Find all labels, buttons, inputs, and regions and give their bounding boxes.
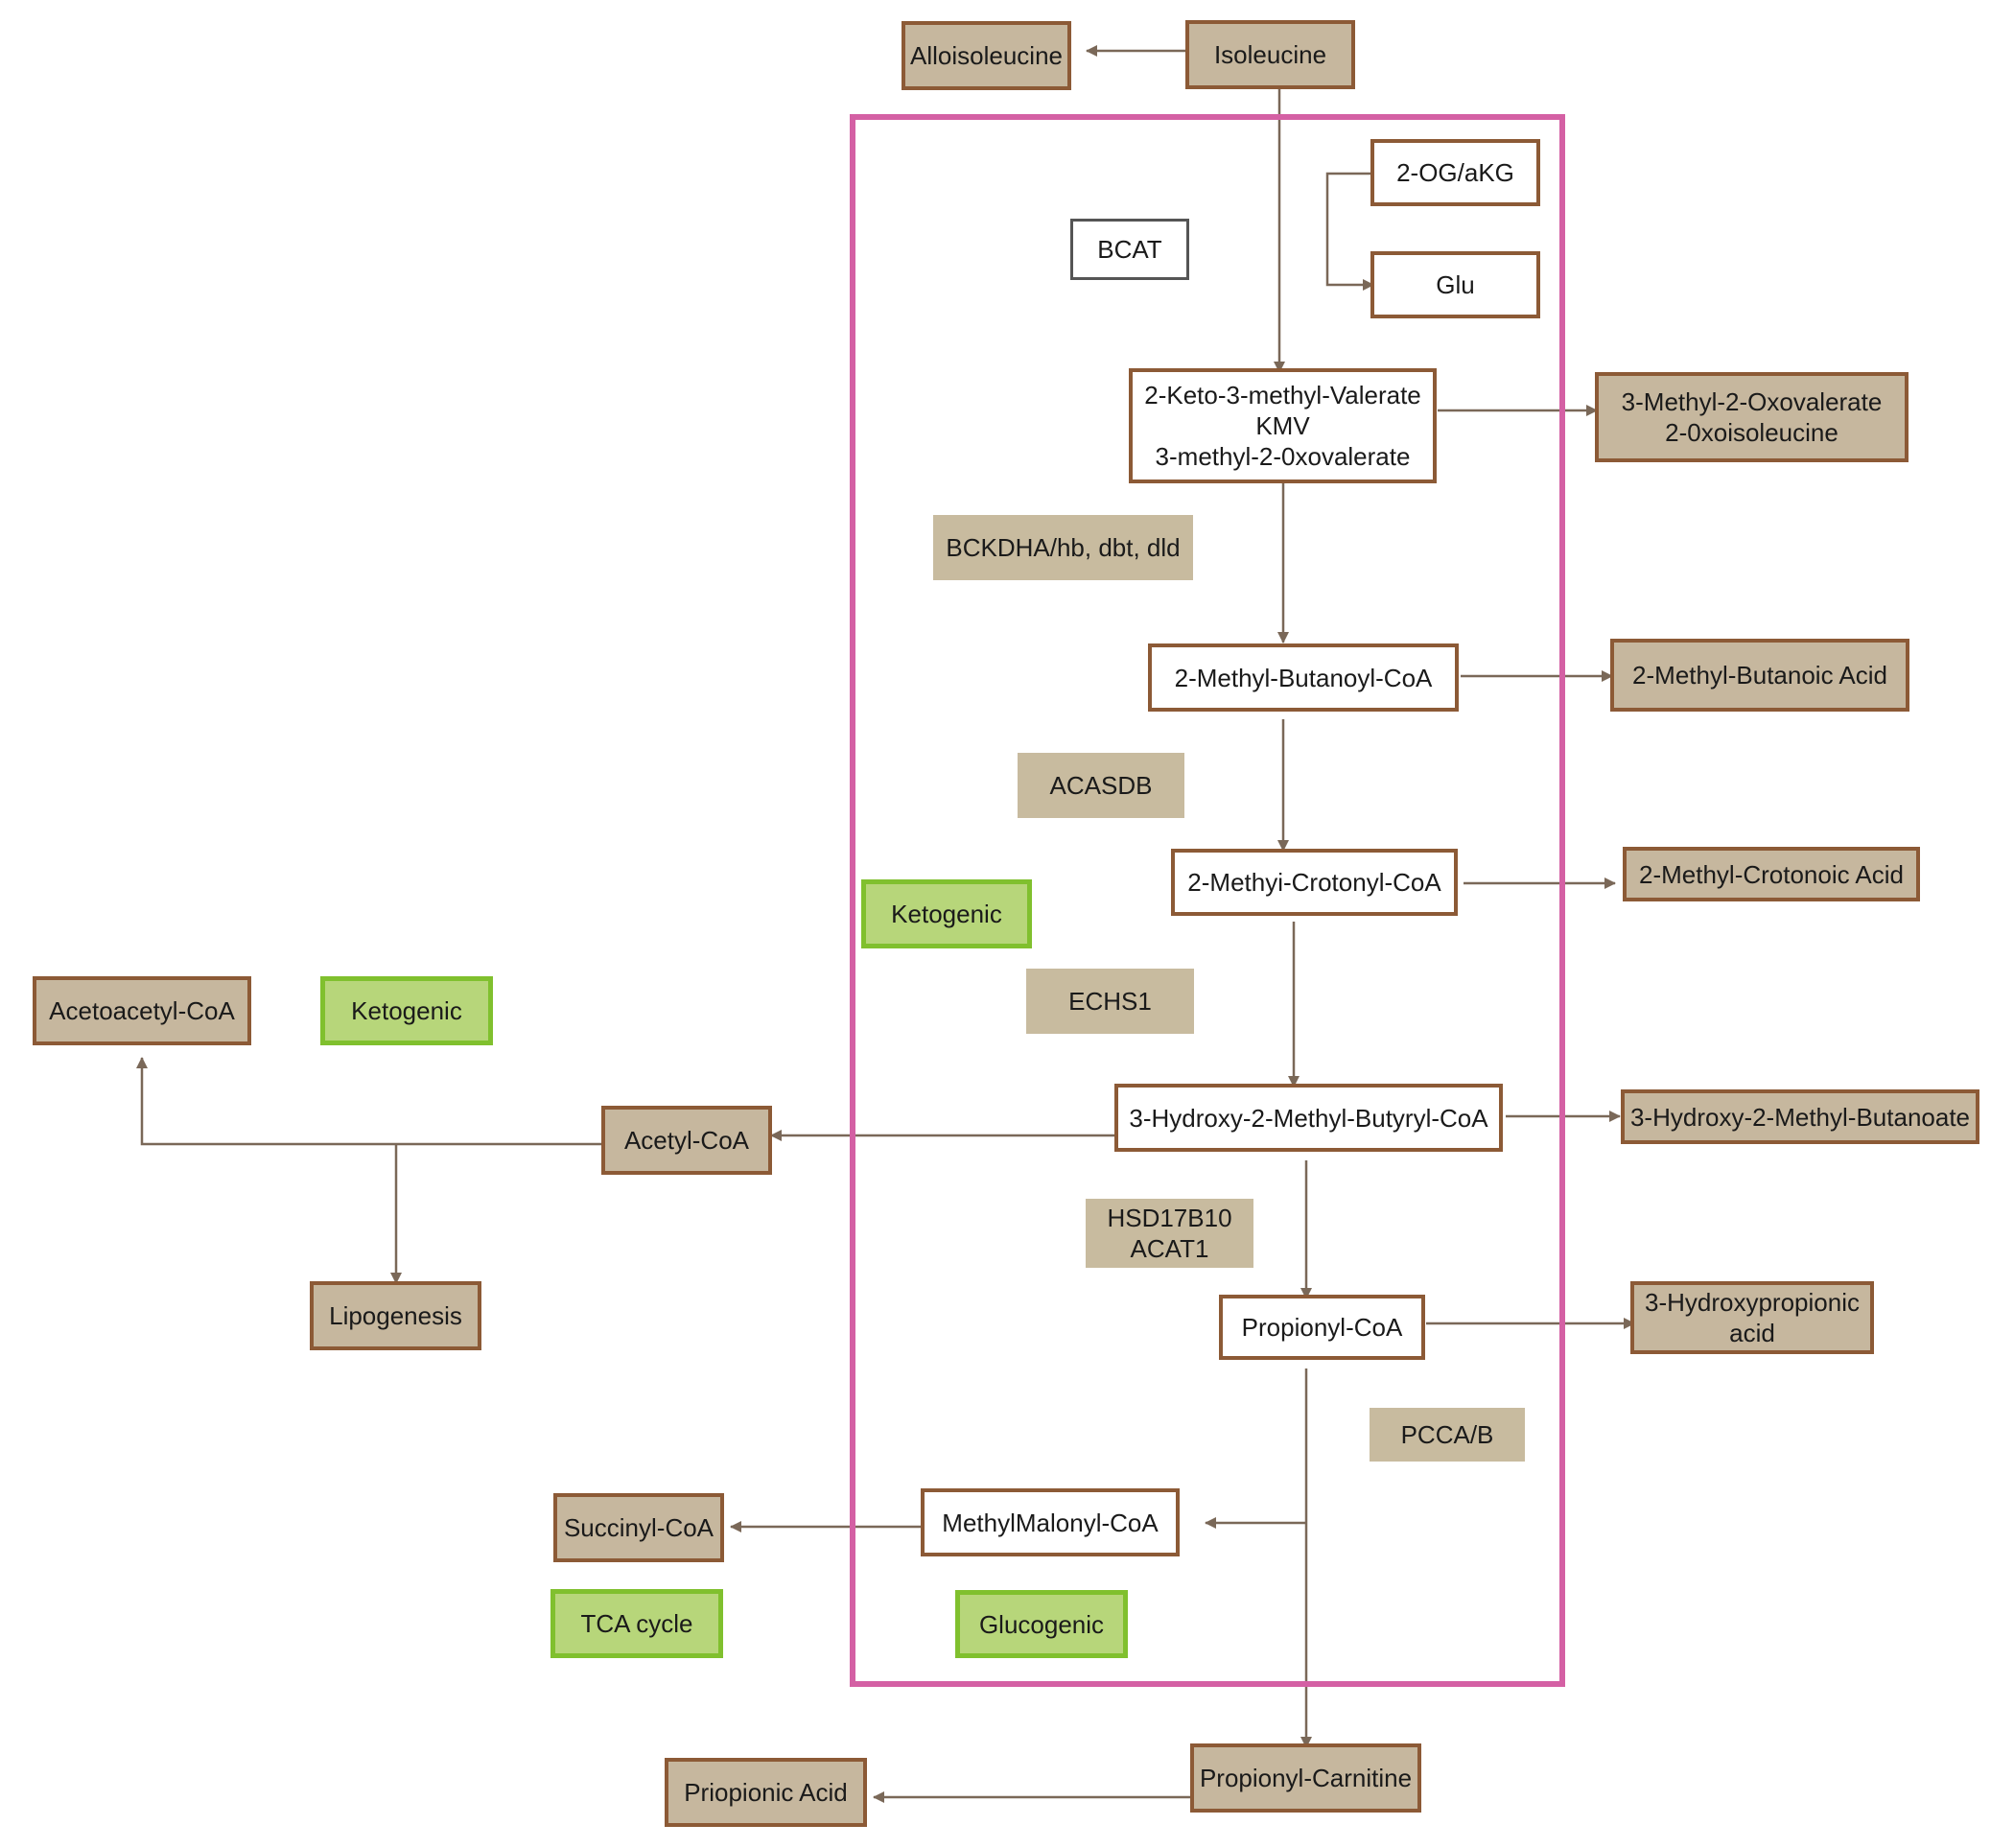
tca-cycle-label: TCA cycle — [550, 1589, 723, 1658]
hydroxypropionic-acid-node: 3-Hydroxypropionic acid — [1630, 1281, 1874, 1354]
pathway-frame — [850, 114, 1565, 1687]
pcca-b-enzyme-label: PCCA/B — [1370, 1408, 1525, 1462]
isoleucine-node: Isoleucine — [1185, 20, 1355, 89]
methyl-crotonyl-coa-node: 2-Methyi-Crotonyl-CoA — [1171, 849, 1458, 916]
ketogenic-outer-label: Ketogenic — [320, 976, 493, 1045]
glu-node: Glu — [1370, 251, 1540, 318]
alloisoleucine-node: Alloisoleucine — [902, 21, 1071, 90]
methylmalonyl-coa-node: MethylMalonyl-CoA — [921, 1488, 1180, 1556]
echs1-enzyme-label: ECHS1 — [1026, 969, 1194, 1034]
hydroxy-butanoate-node: 3-Hydroxy-2-Methyl-Butanoate — [1621, 1089, 1979, 1144]
bckdha-enzyme-label: BCKDHA/hb, dbt, dld — [933, 515, 1193, 580]
hsd17b10-acat1-enzyme-label: HSD17B10 ACAT1 — [1086, 1199, 1253, 1268]
methyl-butanoyl-coa-node: 2-Methyl-Butanoyl-CoA — [1148, 643, 1459, 712]
methyl-butanoic-acid-node: 2-Methyl-Butanoic Acid — [1610, 639, 1909, 712]
propionyl-carnitine-node: Propionyl-Carnitine — [1190, 1743, 1421, 1813]
hydroxy-butyryl-coa-node: 3-Hydroxy-2-Methyl-Butyryl-CoA — [1114, 1084, 1503, 1152]
propionyl-coa-node: Propionyl-CoA — [1219, 1295, 1425, 1360]
glucogenic-label: Glucogenic — [955, 1590, 1128, 1658]
lipogenesis-node: Lipogenesis — [310, 1281, 481, 1350]
kmv-node: 2-Keto-3-methyl-Valerate KMV 3-methyl-2-… — [1129, 368, 1437, 483]
ketogenic-inner-label: Ketogenic — [861, 879, 1032, 948]
succinyl-coa-node: Succinyl-CoA — [553, 1493, 724, 1562]
acasdb-enzyme-label: ACASDB — [1018, 753, 1184, 818]
acetyl-coa-node: Acetyl-CoA — [601, 1106, 772, 1175]
arrow-og-to-glu — [1325, 172, 1374, 291]
arrow-acetyl-to-acetoacetyl — [136, 1057, 602, 1146]
methyl-crotonoic-acid-node: 2-Methyl-Crotonoic Acid — [1623, 847, 1920, 901]
acetoacetyl-coa-node: Acetoacetyl-CoA — [33, 976, 251, 1045]
og-akg-node: 2-OG/aKG — [1370, 139, 1540, 206]
bcat-enzyme-label: BCAT — [1070, 219, 1189, 280]
priopionic-acid-node: Priopionic Acid — [665, 1758, 867, 1827]
oxovalerate-node: 3-Methyl-2-Οxovalerate 2-0xoisoleucine — [1595, 372, 1909, 462]
